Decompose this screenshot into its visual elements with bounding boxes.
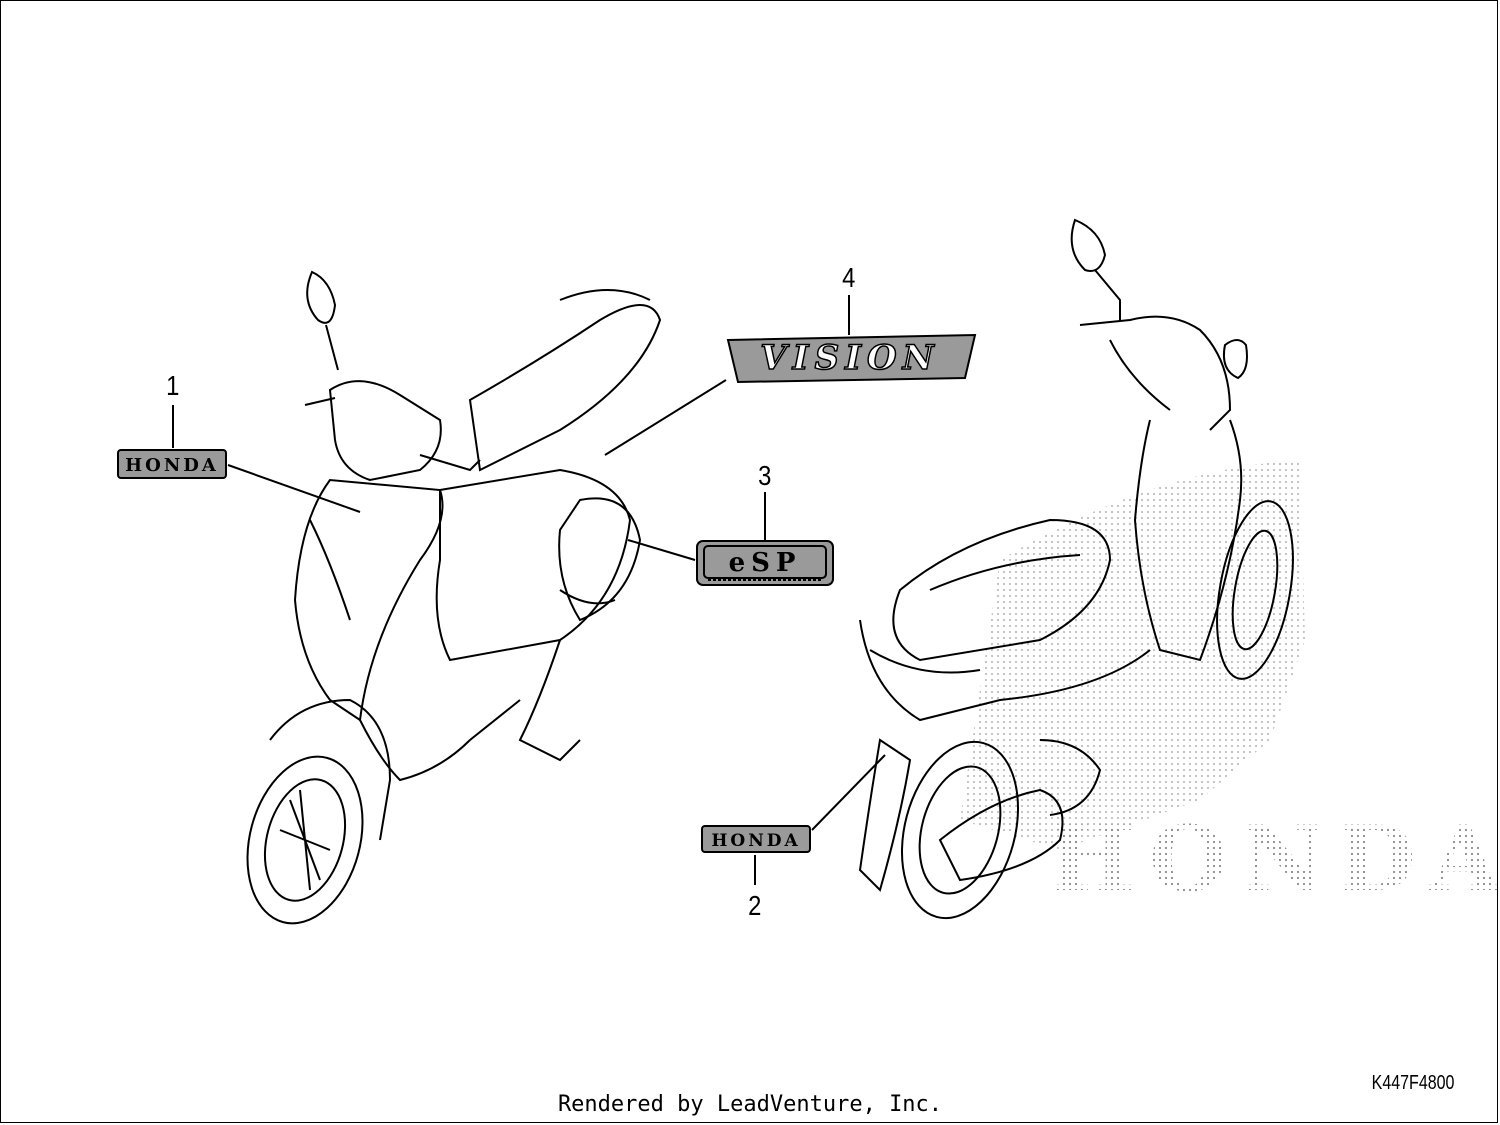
honda-emblem-rear: HONDA <box>701 825 811 853</box>
honda-emblem-front-text: HONDA <box>125 455 219 476</box>
scooter-front-view <box>246 270 662 925</box>
callout-2: 2 <box>748 890 762 921</box>
watermark-shading: HONDA <box>960 460 1500 912</box>
callout-4: 4 <box>842 262 856 293</box>
vision-emblem-text: VISION <box>760 338 939 378</box>
honda-emblem-front: HONDA <box>117 449 227 479</box>
part-code: K447F4800 <box>1371 1072 1454 1094</box>
leader-lines <box>172 295 886 885</box>
render-credit: Rendered by LeadVenture, Inc. <box>557 1092 943 1117</box>
callout-3: 3 <box>758 460 772 491</box>
vision-emblem: VISION <box>726 333 977 384</box>
scooter-rear-view <box>858 218 1294 920</box>
esp-emblem: eSP <box>696 540 834 586</box>
esp-emblem-text: eSP <box>729 548 802 578</box>
honda-emblem-rear-text: HONDA <box>711 831 800 851</box>
honda-watermark-text: HONDA <box>1050 806 1500 912</box>
callout-1: 1 <box>166 370 180 401</box>
